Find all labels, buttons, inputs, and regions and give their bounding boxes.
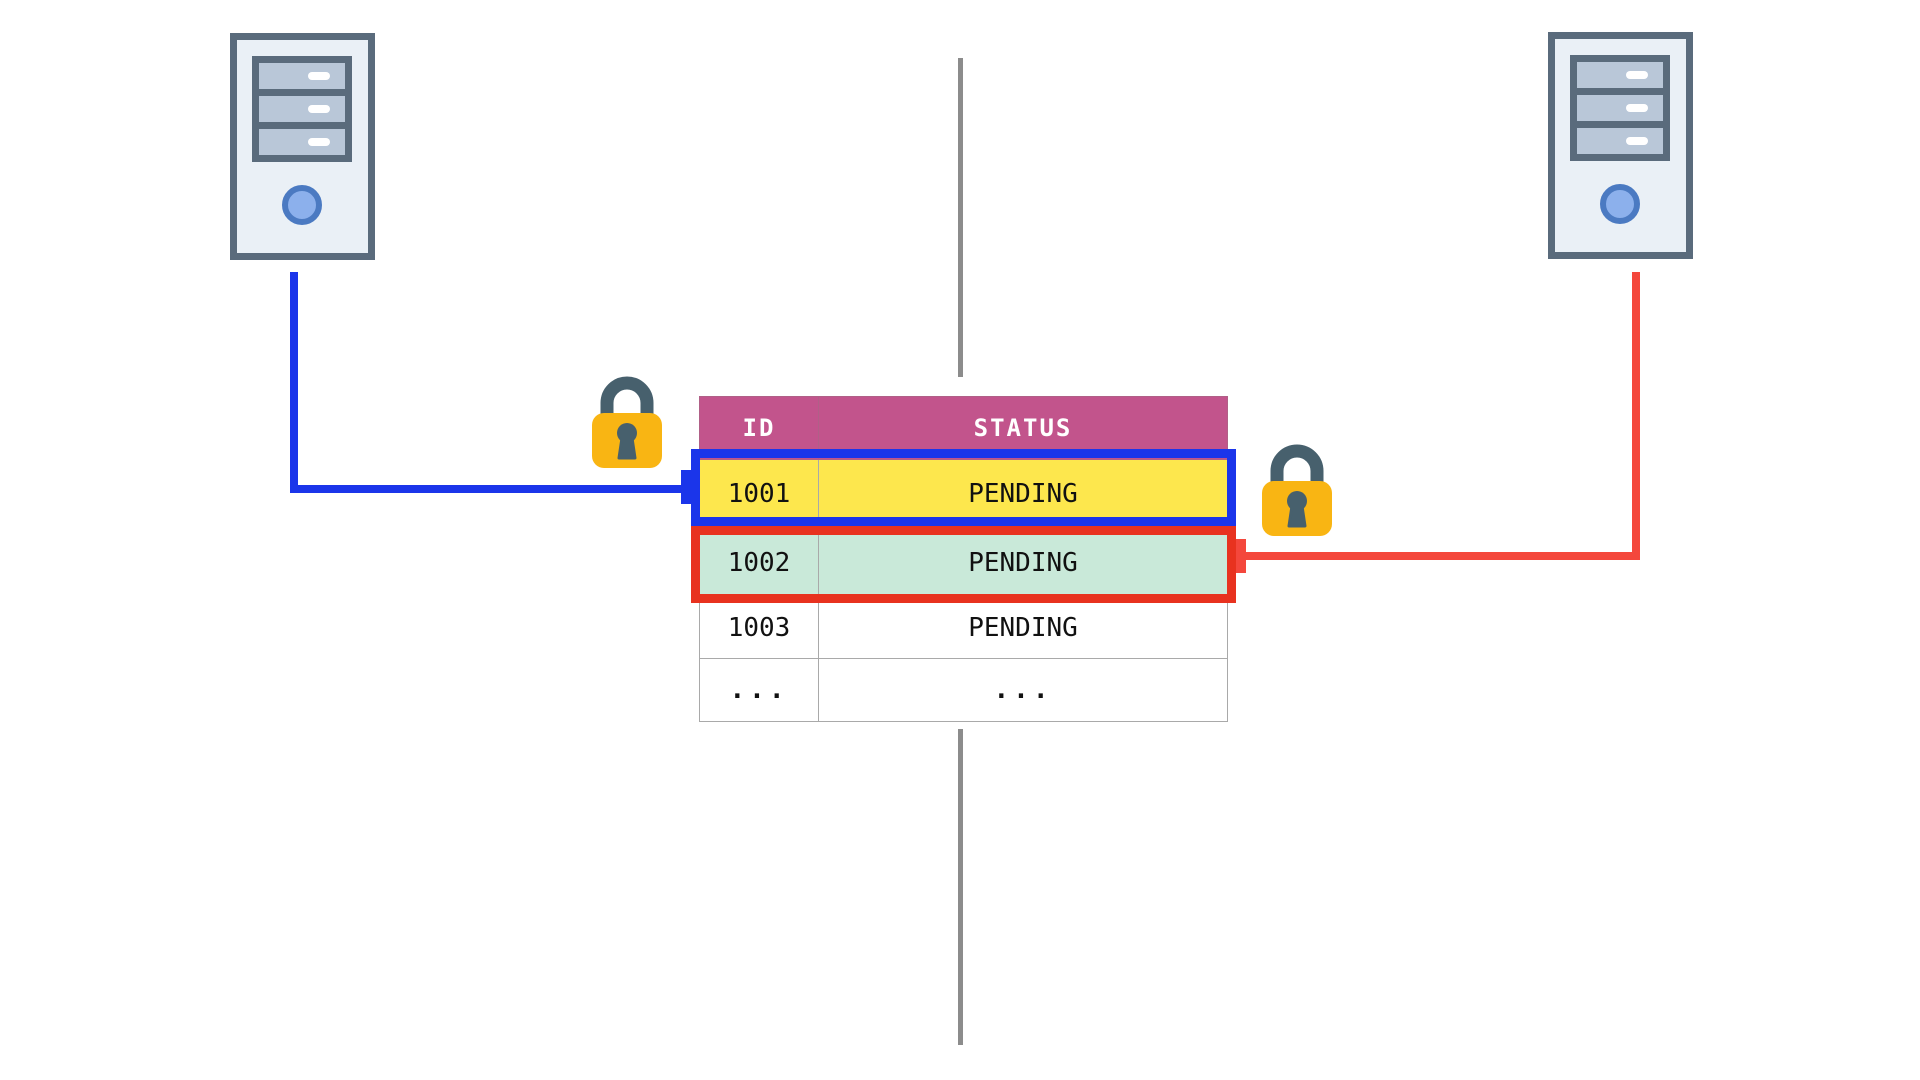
red-connector-horizontal — [1246, 552, 1640, 560]
cell-status: PENDING — [818, 597, 1228, 659]
cell-status: PENDING — [818, 528, 1228, 598]
center-divider-bottom — [958, 729, 963, 1045]
table-row-1003: 1003 PENDING — [699, 597, 1228, 659]
table-row-1002: 1002 PENDING — [699, 528, 1228, 598]
cell-id: 1003 — [699, 597, 819, 659]
cell-status: PENDING — [818, 459, 1228, 529]
right-lock-icon — [1262, 444, 1332, 536]
cell-id: 1002 — [699, 528, 819, 598]
left-server-icon — [230, 33, 375, 260]
left-lock-icon — [592, 376, 662, 468]
blue-connector-vertical — [290, 272, 298, 493]
status-table: ID STATUS 1001 PENDING 1002 PENDING 1003… — [699, 396, 1228, 722]
table-header-row: ID STATUS — [699, 396, 1228, 460]
cell-id: ... — [699, 658, 819, 722]
cell-id: 1001 — [699, 459, 819, 529]
blue-connector-plug — [681, 470, 696, 504]
red-connector-vertical — [1632, 272, 1640, 560]
column-header-status: STATUS — [818, 396, 1228, 460]
table-row-ellipsis: ... ... — [699, 658, 1228, 722]
right-server-icon — [1548, 32, 1693, 259]
cell-status: ... — [818, 658, 1228, 722]
column-header-id: ID — [699, 396, 819, 460]
center-divider-top — [958, 58, 963, 377]
red-connector-plug — [1231, 539, 1246, 573]
blue-connector-horizontal — [290, 485, 684, 493]
table-row-1001: 1001 PENDING — [699, 459, 1228, 529]
